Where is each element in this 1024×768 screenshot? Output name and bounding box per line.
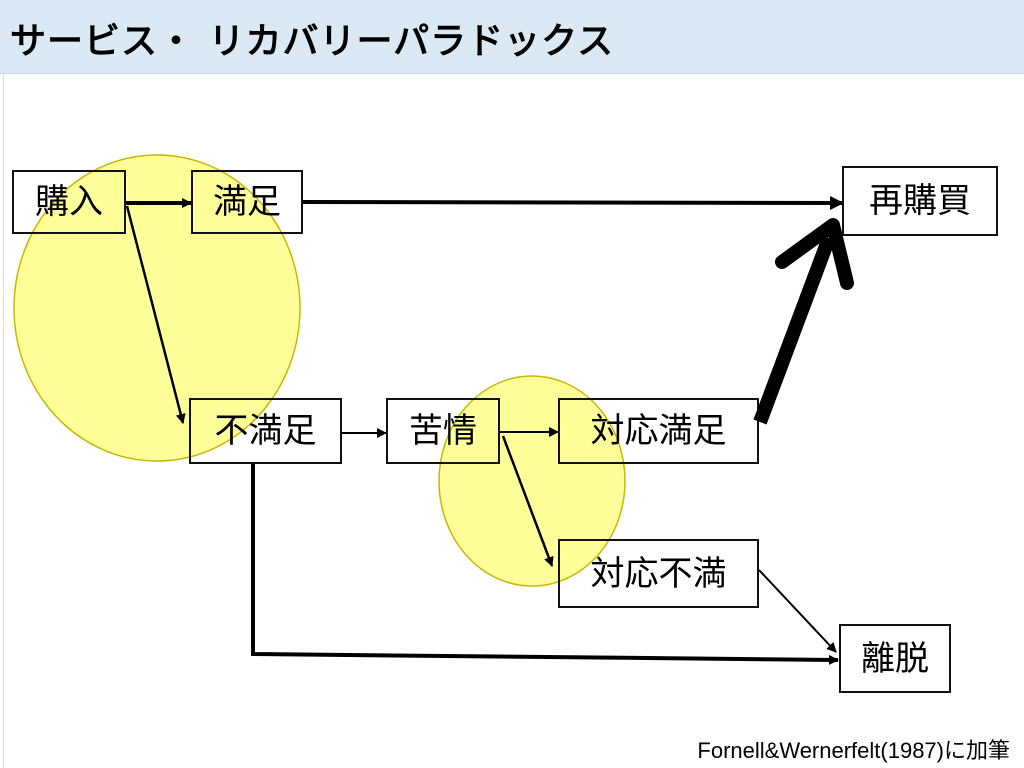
arrow-complaint-to-response-dissatisfied <box>501 435 554 567</box>
arrow-satisfied-to-repurchase <box>302 195 844 210</box>
arrow-dissatisfied-to-defection <box>251 463 839 665</box>
left-divider <box>3 74 4 768</box>
title-bar: サービス・ リカバリーパラドックス <box>0 0 1024 74</box>
arrow-purchase-to-dissatisfied <box>125 205 186 424</box>
node-repurchase: 再購買 <box>842 166 998 236</box>
citation-text: Fornell&Wernerfelt(1987)に加筆 <box>697 738 1010 763</box>
node-defection: 離脱 <box>839 624 951 693</box>
highlight-circle-small <box>438 375 626 587</box>
node-satisfied: 満足 <box>191 170 303 234</box>
highlight-circle-large <box>13 154 301 462</box>
node-complaint: 苦情 <box>386 398 500 464</box>
page-title: サービス・ リカバリーパラドックス <box>10 21 615 62</box>
arrow-response-satisfied-to-repurchase <box>753 235 836 425</box>
arrow-response-dissatisfied-to-defection <box>758 569 837 653</box>
node-purchase: 購入 <box>12 170 126 234</box>
node-dissatisfied: 不満足 <box>189 398 342 464</box>
node-response-satisfied: 対応満足 <box>558 398 759 464</box>
node-response-dissatisfied: 対応不満 <box>558 539 759 608</box>
arrow-head-bold <box>775 218 854 290</box>
